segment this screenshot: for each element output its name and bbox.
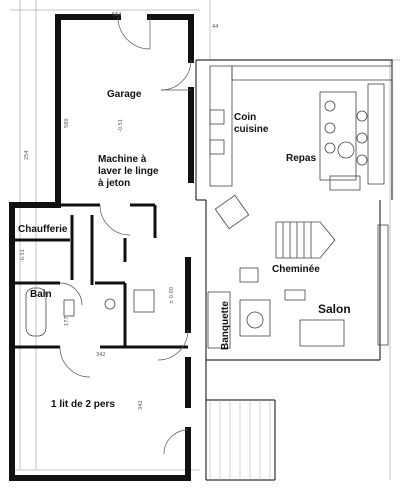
dim-chambre-width: 342 <box>96 352 106 358</box>
terrace-hatch <box>209 400 271 480</box>
dim-bain: 177 <box>64 316 70 326</box>
room-label-garage: Garage <box>107 89 142 100</box>
dim-top: 44 <box>212 24 219 30</box>
room-label-repas: Repas <box>286 153 317 164</box>
room-label-salon: Salon <box>318 302 351 316</box>
kitchen-counter <box>209 65 393 187</box>
bathroom-fixtures <box>25 287 155 337</box>
interior-walls <box>12 203 188 349</box>
chaufferie-level: -0.51 <box>20 249 26 262</box>
dining-table <box>319 83 385 191</box>
room-label-banquette: Banquette <box>220 301 231 350</box>
dim-chambre-height: 342 <box>138 400 144 410</box>
exterior-walls <box>9 14 194 481</box>
room-label-cheminee: Cheminée <box>272 264 320 275</box>
garage-level: -0.51 <box>118 119 124 132</box>
bain-level: ± 0.00 <box>169 287 175 304</box>
living-area-walls <box>195 59 393 481</box>
salon-furniture <box>207 194 389 349</box>
dim-garage-height: 580 <box>64 118 70 128</box>
dim-garage-width: 564 <box>112 12 122 18</box>
fireplace-block <box>275 221 336 259</box>
dim-side: 254 <box>24 150 30 160</box>
room-label-chambre: 1 lit de 2 pers <box>51 399 115 410</box>
room-label-coin-cuisine: Coin cuisine <box>234 112 269 135</box>
room-label-chaufferie: Chaufferie <box>18 224 68 235</box>
room-label-bain: Bain <box>30 289 52 300</box>
room-label-machine: Machine à laver le linge à jeton <box>98 154 159 189</box>
doors <box>59 16 192 455</box>
dimension-lines <box>10 0 400 480</box>
